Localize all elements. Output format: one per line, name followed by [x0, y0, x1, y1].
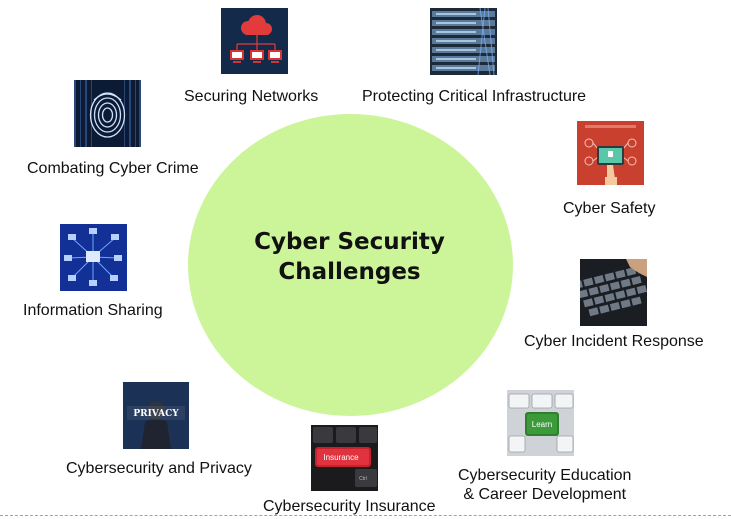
privacy-icon-text: PRIVACY — [133, 409, 179, 419]
cloud-network-icon — [221, 8, 288, 74]
tablet-hand-icon — [577, 121, 644, 185]
topic-label-cyber-incident-response: Cyber Incident Response — [524, 333, 704, 350]
learn-key-icon: Learn — [507, 390, 574, 456]
fingerprint-icon — [74, 80, 141, 147]
topic-label-cybersecurity-insurance: Cybersecurity Insurance — [263, 498, 436, 515]
bottom-divider — [0, 515, 731, 516]
topic-label-securing-networks: Securing Networks — [184, 88, 319, 105]
center-title: Cyber Security Challenges — [254, 229, 445, 285]
learn-icon-text: Learn — [532, 420, 552, 429]
svg-text:Ctrl: Ctrl — [359, 476, 367, 482]
topic-label-information-sharing: Information Sharing — [23, 302, 163, 319]
keyboard-icon — [580, 259, 647, 326]
topic-label-combating-cyber-crime: Combating Cyber Crime — [27, 160, 199, 177]
server-rack-icon — [430, 8, 497, 75]
insurance-key-icon: Insurance Ctrl — [311, 425, 378, 491]
privacy-icon: PRIVACY — [123, 382, 189, 449]
network-nodes-icon — [60, 224, 127, 291]
topic-label-protecting-critical-infrastructure: Protecting Critical Infrastructure — [362, 88, 587, 105]
topic-label-cybersecurity-and-privacy: Cybersecurity and Privacy — [66, 460, 252, 477]
insurance-icon-text: Insurance — [323, 453, 359, 462]
topic-label-cyber-safety: Cyber Safety — [563, 200, 656, 217]
center-ellipse: Cyber Security Challenges — [188, 114, 513, 416]
topic-label-cybersecurity-education: Cybersecurity Education & Career Develop… — [458, 467, 632, 503]
